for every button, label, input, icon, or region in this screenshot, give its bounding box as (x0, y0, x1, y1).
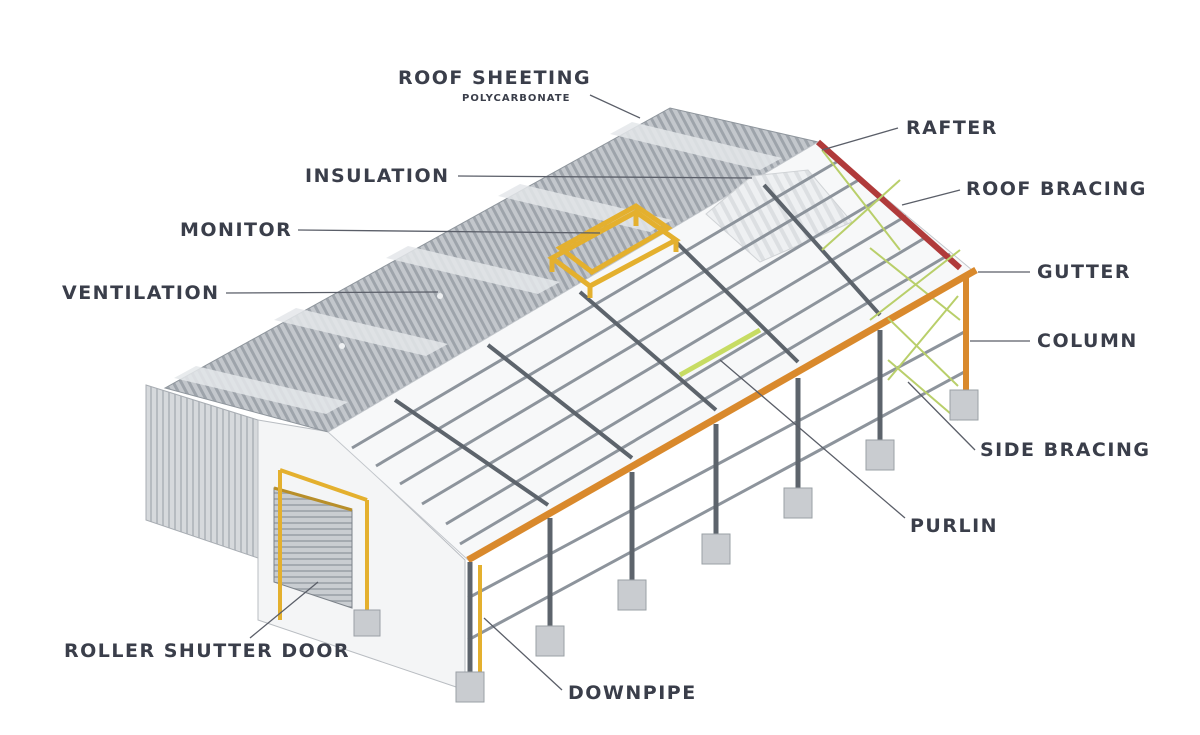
ventilation-vent (437, 293, 443, 299)
label-roof-sheeting: ROOF SHEETING (398, 67, 592, 89)
polycarbonate-strips (174, 122, 782, 414)
footings (353, 389, 979, 703)
label-roller-shutter-door: ROLLER SHUTTER DOOR (64, 640, 351, 662)
label-purlin: PURLIN (910, 515, 999, 537)
leader-lines (225, 94, 1030, 691)
gutter-beam (466, 266, 978, 564)
rafter-red (816, 139, 962, 271)
purlin-highlight (678, 327, 762, 378)
side-bracing (887, 295, 959, 421)
label-gutter: GUTTER (1037, 261, 1131, 283)
label-polycarbonate: POLYCARBONATE (462, 93, 571, 104)
label-roof-bracing: ROOF BRACING (966, 178, 1147, 200)
ventilation-vent (339, 343, 345, 349)
end-wall-cladding (145, 384, 259, 559)
monitor-frame (547, 203, 681, 298)
label-monitor: MONITOR (180, 219, 293, 241)
label-insulation: INSULATION (305, 165, 450, 187)
label-ventilation: VENTILATION (62, 282, 220, 304)
rafters (393, 183, 882, 507)
label-downpipe: DOWNPIPE (568, 682, 697, 704)
label-column: COLUMN (1037, 330, 1138, 352)
end-frame-wall (257, 419, 466, 691)
label-side-bracing: SIDE BRACING (980, 439, 1151, 461)
columns (467, 330, 883, 676)
roof-bracing (821, 149, 961, 321)
label-rafter: RAFTER (906, 117, 998, 139)
